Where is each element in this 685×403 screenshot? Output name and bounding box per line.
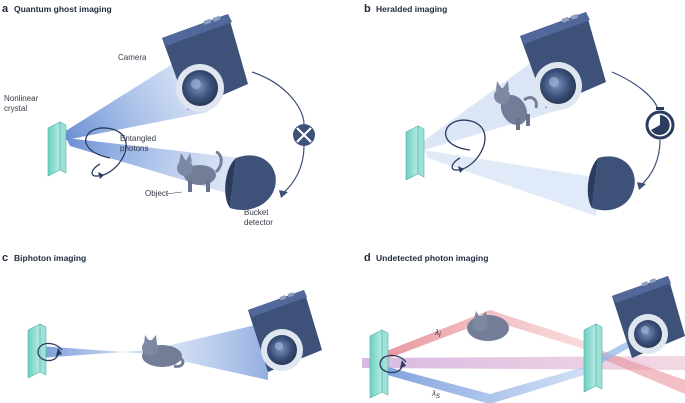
panel-a-beam-camera [64, 58, 208, 140]
cat-icon [177, 150, 223, 192]
bucket-label-line2: detector [244, 218, 273, 227]
panel-b-photon-swirl [445, 119, 486, 171]
panel-a-title: Quantum ghost imaging [14, 4, 112, 14]
panel-b-arrow-bucket [639, 139, 661, 187]
panel-a-beam-bucket [66, 138, 240, 196]
panel-d-photon-swirl [379, 354, 407, 374]
panel-a: a Quantum ghost imaging Camera Nonlinear… [2, 3, 315, 227]
cat-icon [494, 81, 538, 130]
crystal-icon [583, 323, 603, 393]
stopwatch-icon [645, 107, 675, 140]
object-leader [165, 191, 183, 195]
camera-icon [520, 12, 606, 110]
crystal-label-line1: Nonlinear [4, 94, 39, 103]
camera-icon [248, 290, 322, 372]
panel-b-title: Heralded imaging [376, 4, 447, 14]
panel-d: d Undetected photon imaging λi λs [362, 252, 685, 403]
panel-b-arrowhead [637, 182, 646, 190]
panel-b-beam-bucket [424, 150, 600, 216]
panel-b-swirl-arrow [458, 166, 464, 173]
cross-correlation-icon [293, 124, 315, 146]
panel-a-photon-swirl [85, 127, 127, 177]
bucket-label-line1: Bucket [244, 208, 269, 217]
crystal-icon [27, 323, 47, 379]
photons-label-line1: Entangled [120, 134, 156, 143]
camera-icon [162, 14, 248, 112]
panel-a-swirl-arrow [98, 172, 104, 179]
panel-b-letter: b [364, 3, 371, 15]
bucket-detector-icon [587, 156, 635, 211]
panel-a-arrow-bucket [281, 145, 305, 195]
object-label: Object [145, 189, 169, 198]
cat-icon [467, 311, 509, 341]
lambda-signal-label: λs [431, 389, 440, 400]
panel-c: c Biphoton imaging [2, 252, 322, 380]
crystal-icon [369, 329, 389, 399]
lambda-idler-label: λi [434, 328, 441, 339]
panel-a-arrow-camera [251, 71, 305, 125]
photons-label-line2: photons [120, 144, 148, 153]
panel-b-arrow-camera [611, 71, 659, 111]
panel-d-letter: d [364, 252, 371, 264]
panel-c-photon-swirl [37, 342, 63, 362]
panel-b: b Heralded imaging [364, 3, 675, 216]
panel-d-idler-exit [600, 350, 685, 394]
panel-b-beam-camera [422, 56, 566, 150]
panel-c-title: Biphoton imaging [14, 253, 86, 263]
panel-a-letter: a [2, 3, 9, 15]
panel-d-signal-beam [384, 364, 594, 403]
panel-c-swirl-arrow [56, 348, 62, 356]
bucket-detector-icon [225, 155, 276, 210]
panel-a-arrowhead [279, 190, 288, 198]
camera-label: Camera [118, 53, 147, 62]
crystal-icon [405, 125, 425, 181]
panel-d-swirl-arrow [400, 360, 406, 368]
cat-icon [142, 335, 185, 368]
camera-icon [612, 276, 685, 358]
crystal-icon [47, 121, 67, 177]
panel-d-title: Undetected photon imaging [376, 253, 488, 263]
panel-c-letter: c [2, 252, 8, 264]
crystal-label-line2: crystal [4, 104, 27, 113]
